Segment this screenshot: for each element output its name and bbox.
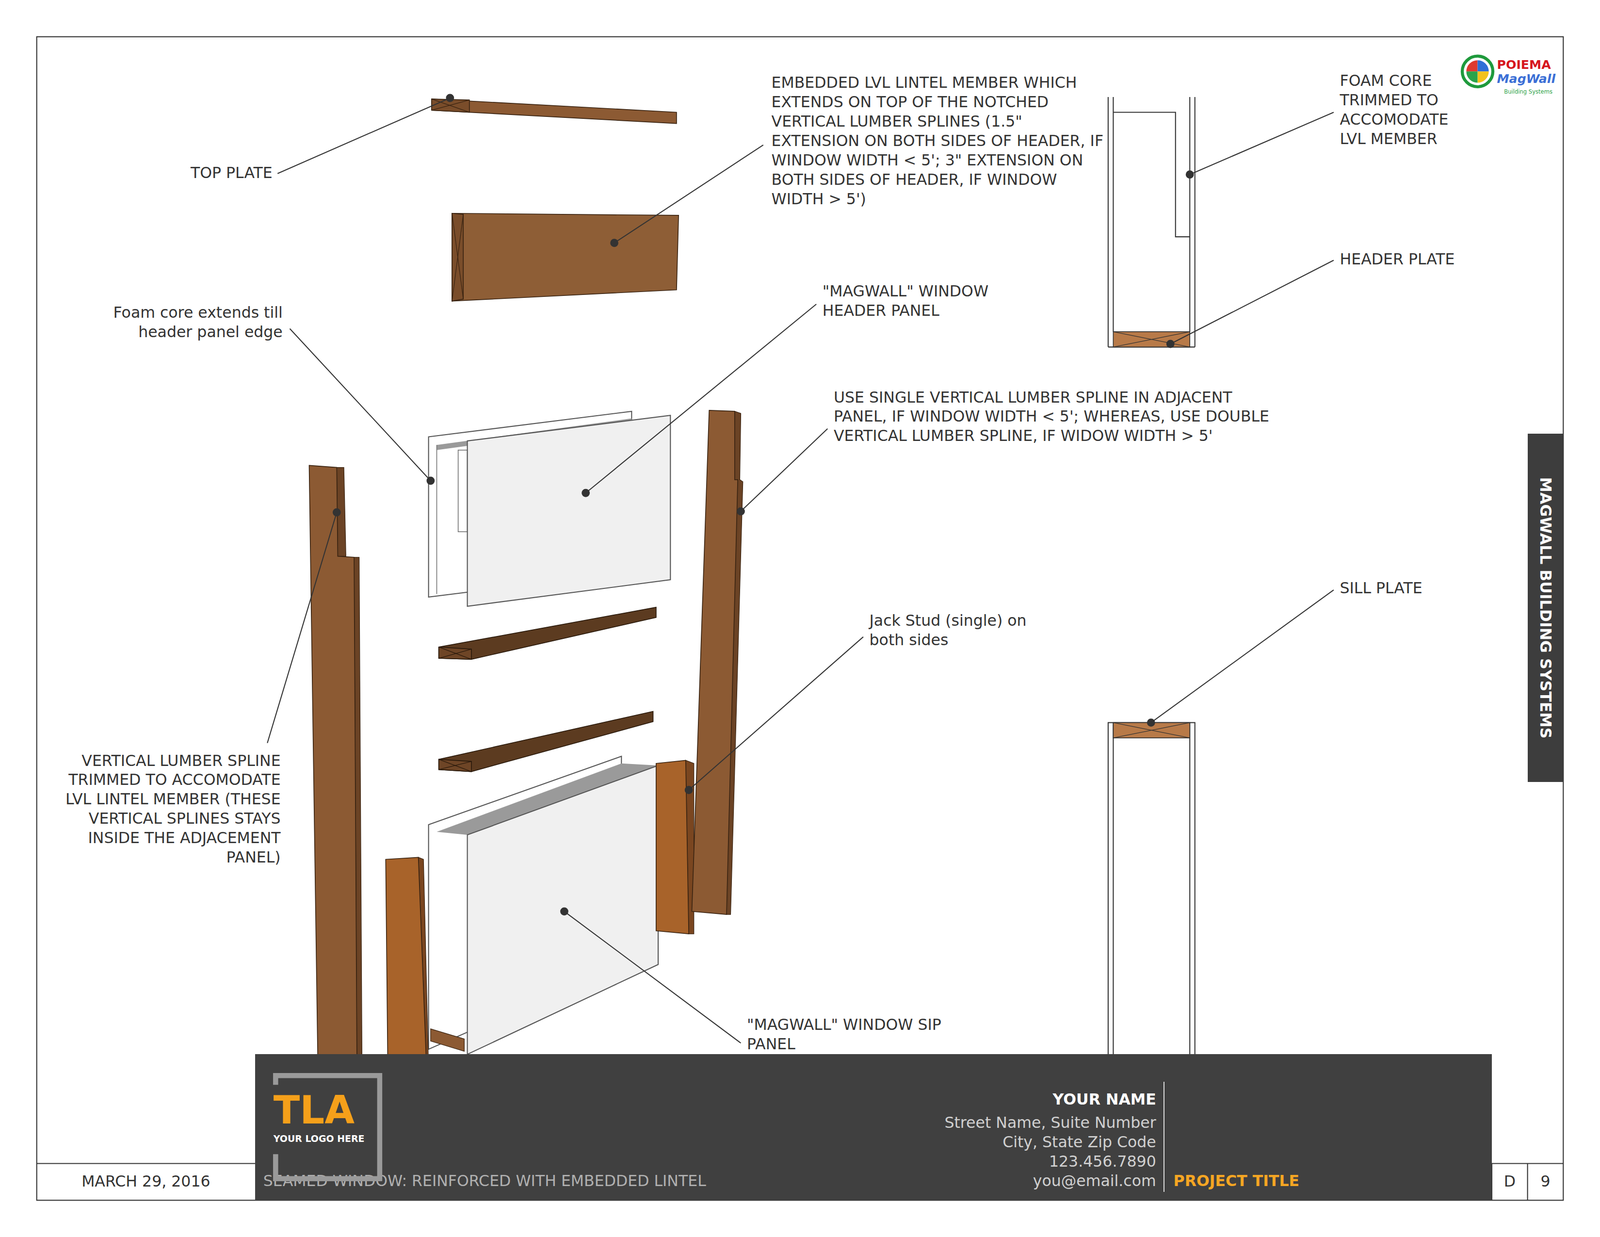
- brand-quadrant: [1477, 60, 1489, 72]
- sheet-number: 9: [1527, 1163, 1564, 1201]
- plate-end: [438, 759, 472, 772]
- sheet-date: MARCH 29, 2016: [36, 1163, 256, 1201]
- leader-line: [1150, 589, 1334, 723]
- section-skin: [1112, 96, 1114, 332]
- part-label: SILL PLATE: [1339, 578, 1504, 598]
- leader-dot: [427, 477, 435, 485]
- border-line: [1527, 1163, 1529, 1201]
- leader-dot: [1147, 718, 1155, 727]
- leader-dot: [737, 507, 745, 516]
- end-cross: [438, 759, 472, 772]
- divider-line: [1163, 1081, 1165, 1192]
- project-title: PROJECT TITLE: [1173, 1171, 1480, 1191]
- section-outline: [1108, 722, 1196, 1099]
- vertical-spline: [691, 410, 738, 915]
- leader-dot: [685, 786, 693, 794]
- brand-quadrant: [1477, 71, 1489, 83]
- end-cross: [438, 646, 472, 660]
- callout-note: USE SINGLE VERTICAL LUMBER SPLINE IN ADJ…: [833, 387, 1283, 447]
- header-plate: [438, 607, 657, 660]
- section-ground: [1108, 96, 1196, 347]
- bottom-plate: [430, 1028, 465, 1051]
- address-line: Street Name, Suite Number: [714, 1113, 1157, 1133]
- sheet-border: [36, 36, 1564, 1201]
- sheet-series: D: [1491, 1163, 1528, 1201]
- jack-stud: [656, 759, 689, 934]
- section-skin: [1112, 722, 1114, 1099]
- brand-ring: [1462, 56, 1493, 87]
- leader-line: [277, 97, 451, 174]
- section-skin: [1189, 722, 1191, 1099]
- section-skin: [1189, 96, 1191, 332]
- part-label: "MAGWALL" WINDOW SIP PANEL: [746, 1015, 952, 1054]
- foam-core-outline: [1113, 112, 1190, 237]
- logo-box: TLA YOUR LOGO HERE: [272, 1072, 383, 1182]
- leader-line: [267, 512, 337, 743]
- leader-line: [564, 911, 741, 1043]
- callout-note: VERTICAL LUMBER SPLINE TRIMMED TO ACCOMO…: [46, 751, 281, 868]
- address-line: City, State Zip Code: [714, 1132, 1157, 1152]
- vertical-spline: [308, 465, 357, 1100]
- section-skin: [1107, 96, 1109, 347]
- leader-line: [1189, 112, 1334, 175]
- core-notch: [458, 450, 468, 532]
- logo-caption: YOUR LOGO HERE: [273, 1133, 382, 1144]
- end-cross: [438, 648, 472, 659]
- leader-line: [290, 328, 431, 481]
- date-cell: MARCH 29, 2016: [36, 1163, 256, 1201]
- end-cross: [438, 761, 472, 770]
- leader-dot: [333, 508, 341, 517]
- callout-note: EMBEDDED LVL LINTEL MEMBER WHICH EXTENDS…: [771, 73, 1114, 210]
- brand-name: POIEMA: [1497, 58, 1561, 72]
- leader-line: [1170, 260, 1334, 345]
- part-label: HEADER PLATE: [1339, 249, 1504, 270]
- email-address: you@email.com: [714, 1171, 1157, 1191]
- lvl-lintel-end: [452, 213, 464, 302]
- brand-tagline: Building Systems: [1503, 88, 1562, 96]
- leader-dot: [1186, 170, 1194, 178]
- callout-note: Foam core extends till header panel edge: [58, 303, 283, 342]
- sip-panel-front-skin: [467, 765, 659, 1054]
- brand-quadrant: [1466, 71, 1478, 83]
- jack-stud: [385, 856, 427, 1067]
- side-tab-text: MAGWALL BUILDING SYSTEMS: [1535, 476, 1555, 739]
- leader-line: [740, 428, 828, 512]
- designer-name: YOUR NAME: [765, 1089, 1157, 1110]
- plate-end: [438, 646, 472, 660]
- leader-line: [614, 145, 764, 243]
- logo-mark: TLA: [273, 1090, 380, 1130]
- sheet-title: SEAMED WINDOW: REINFORCED WITH EMBEDDED …: [263, 1171, 917, 1191]
- leader-line: [688, 636, 864, 791]
- top-plate: [431, 98, 677, 124]
- header-panel-front-skin: [467, 415, 671, 606]
- leader-dot: [581, 489, 590, 497]
- title-block: YOUR NAME Street Name, Suite NumberCity, …: [255, 1053, 1492, 1200]
- panel-edge: [436, 444, 438, 594]
- leader-dot: [610, 239, 618, 247]
- sheet-cell: 9: [1527, 1163, 1564, 1201]
- leader-line: [585, 304, 817, 493]
- leader-dot: [446, 94, 454, 102]
- brand-name: MagWall: [1497, 72, 1561, 86]
- callout-note: FOAM CORE TRIMMED TO ACCOMODATE LVL MEMB…: [1339, 71, 1468, 149]
- phone-number: 123.456.7890: [714, 1151, 1157, 1172]
- leader-dot: [1166, 340, 1175, 348]
- part-label: TOP PLATE: [122, 163, 273, 183]
- sheet-cell: D: [1491, 1163, 1528, 1201]
- brand-quadrant: [1466, 60, 1478, 72]
- part-label: Jack Stud (single) on both sides: [869, 611, 1044, 650]
- side-tab: MAGWALL BUILDING SYSTEMS: [1527, 433, 1564, 782]
- lvl-lintel: [452, 213, 679, 302]
- border-line: [36, 1162, 256, 1164]
- section-skin: [1194, 96, 1196, 347]
- part-label: "MAGWALL" WINDOW HEADER PANEL: [822, 281, 1027, 321]
- leader-dot: [560, 907, 568, 915]
- end-cross: [452, 214, 464, 302]
